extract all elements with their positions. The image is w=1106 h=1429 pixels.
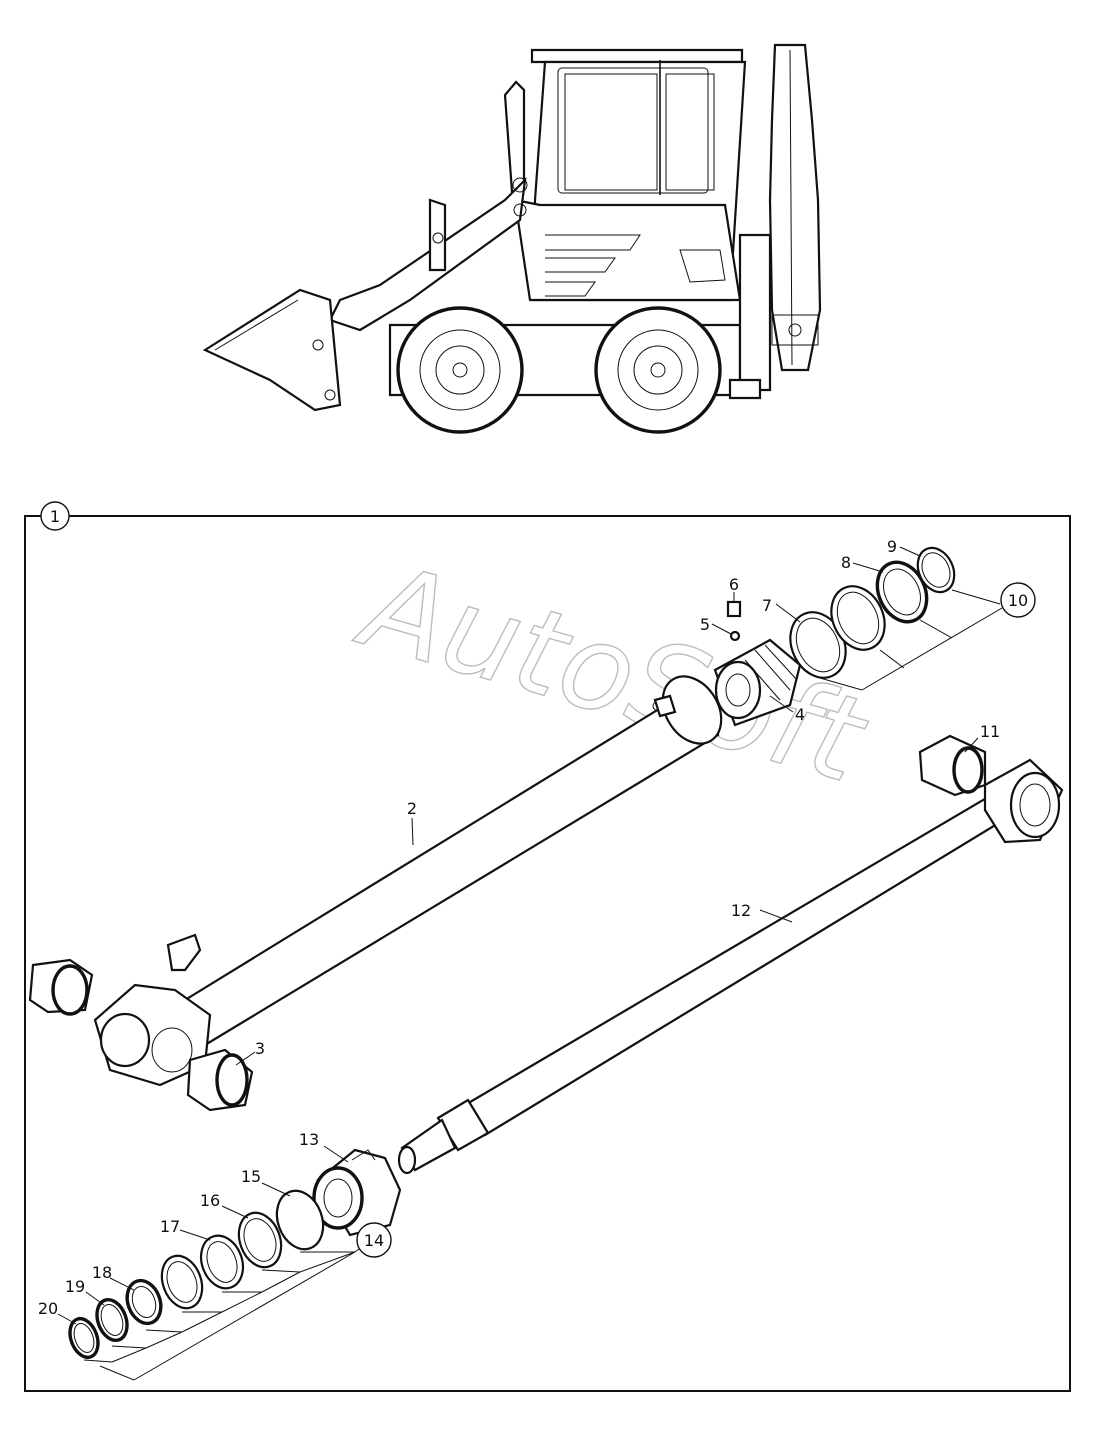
callout-11: 11 — [980, 722, 1000, 741]
seal-18 — [125, 1278, 163, 1326]
callout-10: 10 — [1008, 591, 1028, 610]
bushing-11 — [918, 734, 987, 797]
callout-14: 14 — [364, 1231, 384, 1250]
set-screw-6 — [726, 600, 742, 618]
callout-17: 17 — [160, 1217, 180, 1236]
callout-20: 20 — [38, 1299, 58, 1318]
piston-rod — [397, 758, 1064, 1175]
callout-12: 12 — [731, 901, 751, 920]
bushing-3 — [186, 1048, 254, 1112]
callout-circle-14 — [356, 1222, 392, 1258]
gland-13 — [312, 1148, 402, 1237]
callout-5: 5 — [700, 615, 710, 634]
callout-3: 3 — [255, 1039, 265, 1058]
callout-13: 13 — [299, 1130, 319, 1149]
callout-7: 7 — [762, 596, 772, 615]
callout-18: 18 — [92, 1263, 112, 1282]
callout-6: 6 — [729, 575, 739, 594]
backhoe-loader-illustration — [202, 43, 822, 434]
cylinder-barrel — [93, 675, 723, 1087]
callout-1: 1 — [50, 507, 60, 526]
callout-circle-1 — [40, 501, 70, 531]
ring-9 — [916, 546, 956, 594]
ring-20 — [68, 1316, 100, 1360]
callout-8: 8 — [841, 553, 851, 572]
bushing-left — [28, 958, 94, 1016]
callout-15: 15 — [241, 1167, 261, 1186]
ball-5 — [729, 630, 741, 642]
callout-2: 2 — [407, 799, 417, 818]
piston — [713, 638, 802, 727]
callout-16: 16 — [200, 1191, 220, 1210]
diagram-frame — [24, 515, 1071, 1392]
ring-19 — [95, 1297, 129, 1343]
seal-ring — [160, 1254, 204, 1310]
callout-circle-10 — [1000, 582, 1036, 618]
wiper-17 — [199, 1234, 245, 1290]
callout-4: 4 — [795, 705, 805, 724]
seal-15 — [275, 1189, 325, 1251]
seal-ring — [830, 585, 886, 651]
callout-9: 9 — [887, 537, 897, 556]
ring-16 — [237, 1211, 283, 1269]
callout-19: 19 — [65, 1277, 85, 1296]
leader-lines — [57, 515, 1003, 1381]
